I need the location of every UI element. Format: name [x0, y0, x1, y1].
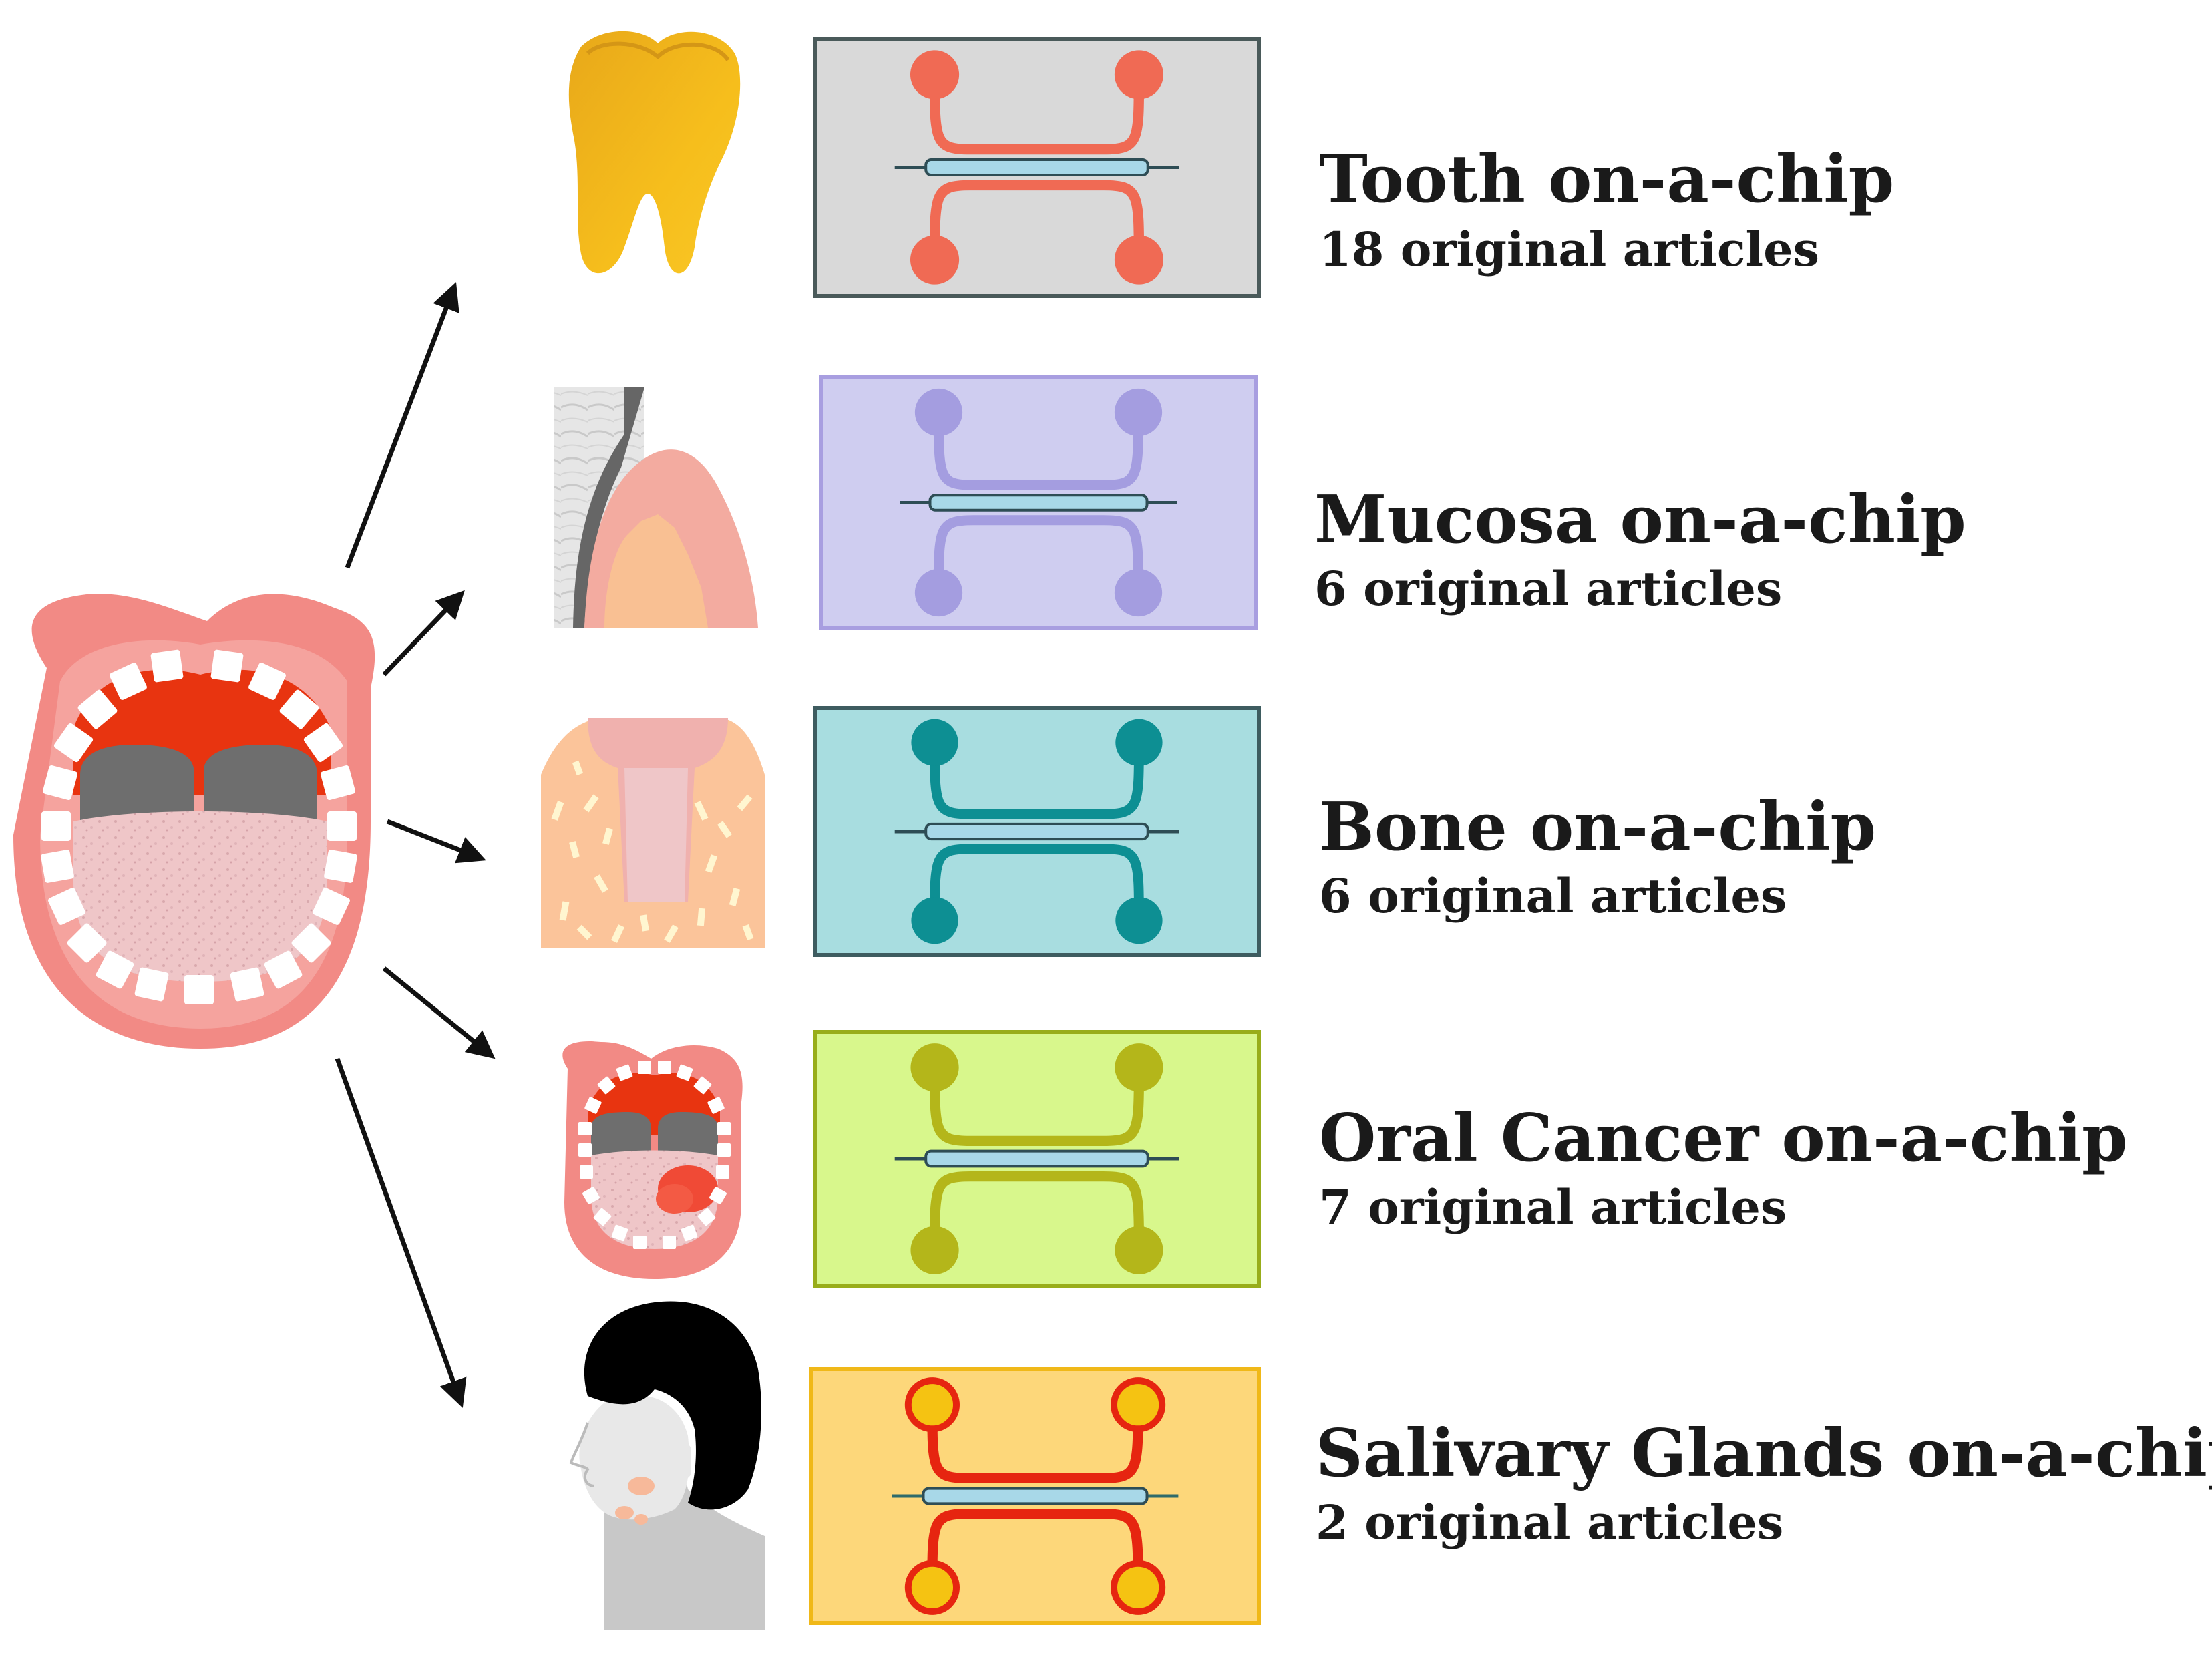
category-count: 2 original articles	[1316, 1495, 1783, 1550]
salivary-glands-head-icon	[569, 1301, 765, 1630]
category-count: 18 original articles	[1319, 222, 1819, 277]
category-count: 6 original articles	[1314, 561, 1782, 616]
category-title: Tooth on-a-chip	[1319, 141, 1894, 218]
molar-right	[204, 745, 317, 825]
category-title: Oral Cancer on-a-chip	[1319, 1100, 2128, 1177]
tooth-icon	[568, 31, 741, 274]
arrows	[335, 282, 496, 1408]
tongue	[73, 811, 327, 982]
arrow-to-mucosa	[382, 590, 465, 677]
label-list: Tooth on-a-chip 18 original articles Muc…	[1314, 141, 2212, 1550]
teeth-row	[41, 649, 357, 1004]
chip-icon	[819, 375, 1258, 630]
arrow-to-oral-cancer	[382, 966, 496, 1059]
category-title: Bone on-a-chip	[1319, 789, 1876, 866]
bone-icon	[541, 718, 765, 948]
category-count: 6 original articles	[1319, 868, 1787, 924]
arrow-to-bone	[386, 819, 486, 864]
chip-list	[809, 37, 1261, 1625]
chip-icon	[813, 706, 1261, 957]
category-title: Mucosa on-a-chip	[1314, 482, 1966, 558]
oral-cancer-icon	[562, 1041, 743, 1279]
mucosa-icon	[554, 387, 758, 628]
category-title: Salivary Glands on-a-chip	[1316, 1415, 2212, 1492]
arrow-to-salivary-glands	[335, 1057, 467, 1408]
mouth-icon	[13, 594, 375, 1049]
molar-left	[80, 745, 194, 825]
chip-icon	[813, 37, 1261, 298]
chip-icon	[809, 1367, 1261, 1625]
arrow-to-tooth	[345, 282, 459, 569]
chip-icon	[813, 1030, 1261, 1288]
category-count: 7 original articles	[1319, 1179, 1787, 1235]
